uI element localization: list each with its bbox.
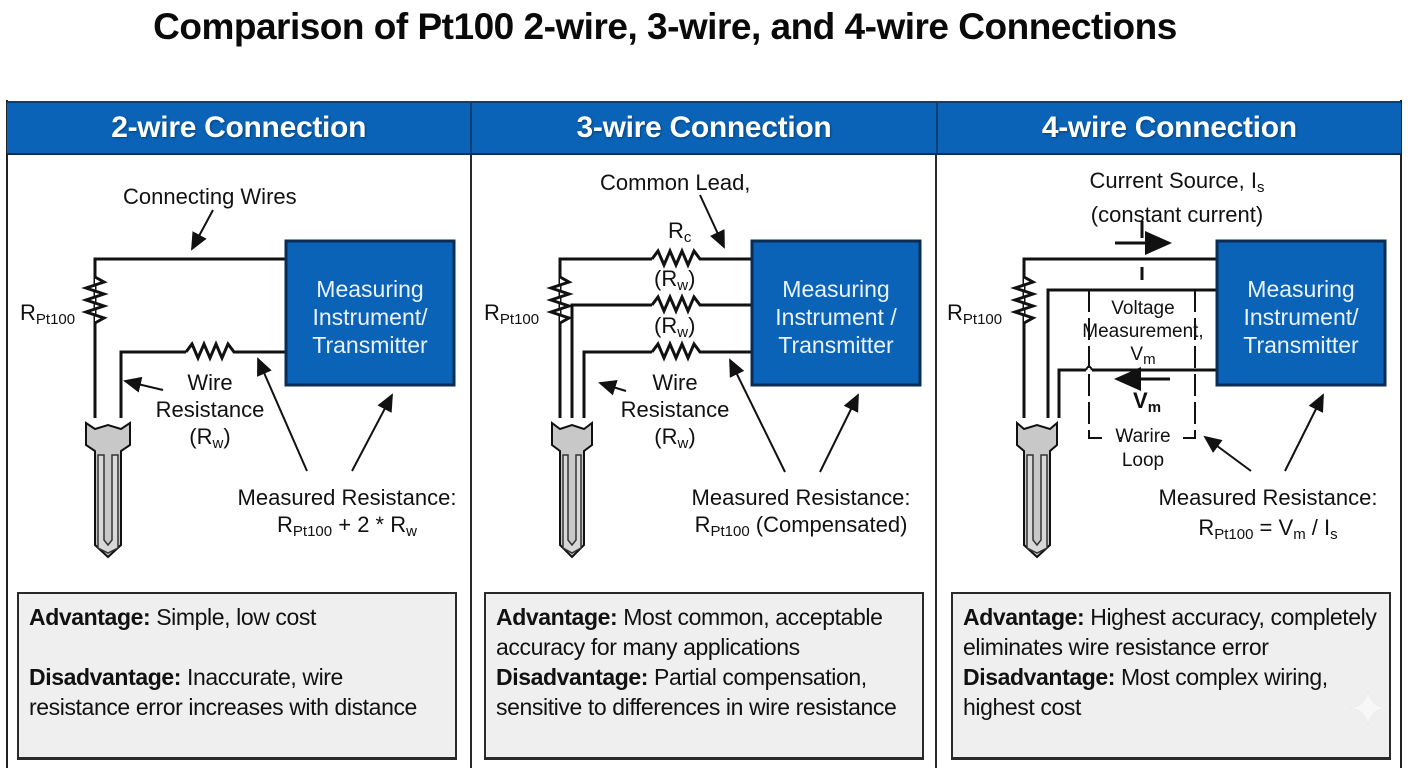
rtd-probe-icon (85, 421, 131, 559)
header-3-wire: 3-wire Connection (472, 103, 938, 153)
column-divider (935, 155, 937, 768)
wire-loop-label: Warire Loop (1115, 426, 1171, 471)
advantage-text: Advantage: Simple, low cost (29, 604, 317, 630)
disadvantage-text: Disadvantage: Inaccurate, wire resistanc… (29, 664, 417, 720)
diagram-title: Comparison of Pt100 2-wire, 3-wire, and … (153, 6, 1177, 47)
measured-resistance-label: Measured Resistance: RPt100 (Compensated… (691, 485, 911, 540)
common-lead-label: Common Lead, (600, 170, 751, 195)
rw-label-2: (Rw) (654, 313, 696, 341)
instrument-box-label: Measuring Instrument / Transmitter (775, 276, 897, 358)
proscons-3-wire: Advantage: Most common, acceptable accur… (484, 592, 924, 760)
rc-label: Rc (668, 218, 692, 246)
rc-resistor-symbol (650, 247, 754, 269)
measured-arrow-1 (729, 358, 786, 473)
rtd-probe-icon (551, 421, 593, 559)
wire-resistor-symbol (184, 340, 288, 362)
disadvantage-text: Disadvantage: Most complex wiring, highe… (963, 664, 1328, 720)
wire-2 (570, 303, 652, 418)
instrument-box-label: Measuring Instrument/ Transmitter (1243, 276, 1359, 358)
wire-1 (558, 257, 652, 418)
panel-3-wire-diagram: Common Lead, Rc (Rw) (Rw) RPt100 Wire Re… (472, 155, 936, 575)
column-header-row: 2-wire Connection 3-wire Connection 4-wi… (7, 101, 1401, 155)
circuit-4-wire (1010, 221, 1387, 559)
voltage-loop-bracket (1088, 290, 1122, 439)
measured-arrow-2 (351, 393, 393, 472)
connecting-wires-arrow (191, 209, 214, 251)
current-source-label: Current Source, Is (constant current) (1089, 168, 1265, 227)
wire-3 (582, 350, 652, 418)
instrument-box (284, 239, 456, 387)
measured-arrow-2 (819, 393, 859, 473)
rpt100-label: RPt100 (20, 300, 76, 328)
instrument-box (750, 239, 922, 387)
rpt100-resistor-symbol (546, 275, 574, 325)
measured-resistance-label: Measured Resistance: RPt100 = Vm / Is (1158, 485, 1378, 543)
voltage-loop-bracket-right (1183, 290, 1196, 439)
measured-arrow (1284, 393, 1324, 472)
instrument-box-label: Measuring Instrument/ Transmitter (312, 276, 428, 358)
wire-resistance-label: Wire Resistance (Rw) (155, 370, 265, 452)
circuit-3-wire (546, 194, 922, 559)
rpt100-resistor-symbol (81, 275, 109, 325)
measured-arrow-1 (257, 357, 308, 472)
rw-resistor-symbol-1 (650, 293, 754, 315)
measured-resistance-label: Measured Resistance: RPt100 + 2 * Rw (237, 485, 457, 540)
rtd-probe-icon (1016, 420, 1058, 559)
wire-1 (1022, 257, 1219, 418)
wire-resistance-label: Wire Resistance (Rw) (620, 370, 730, 452)
panel-2-wire-diagram: Connecting Wires RPt100 Wire Resistance … (8, 155, 472, 575)
common-lead-arrow (699, 194, 725, 249)
top-wire (93, 257, 288, 418)
wire-resistance-arrow (598, 380, 627, 396)
rpt100-label: RPt100 (947, 300, 1003, 328)
column-divider (470, 155, 472, 768)
return-wire (119, 350, 186, 418)
advantage-text: Advantage: Highest accuracy, completely … (963, 604, 1377, 660)
rw-resistor-symbol-2 (650, 340, 754, 362)
advantage-text: Advantage: Most common, acceptable accur… (496, 604, 883, 660)
panel-4-wire-diagram: Current Source, Is (constant current) RP… (937, 155, 1401, 575)
rpt100-resistor-symbol (1010, 275, 1038, 325)
disadvantage-text: Disadvantage: Partial compensation, sens… (496, 664, 897, 720)
wire-3 (1057, 368, 1219, 418)
comparison-table-frame (6, 100, 1402, 768)
rw-label-1: (Rw) (654, 266, 696, 294)
wire-resistance-arrow (123, 376, 164, 393)
instrument-box (1215, 239, 1387, 387)
circuit-2-wire (81, 209, 456, 559)
rpt100-label: RPt100 (484, 300, 540, 328)
voltage-measurement-label: Voltage Measurement, Vm (1082, 298, 1204, 368)
connecting-wires-label: Connecting Wires (123, 184, 297, 209)
header-4-wire: 4-wire Connection (1041, 111, 1297, 144)
loop-arrow (1203, 435, 1252, 472)
proscons-4-wire: Advantage: Highest accuracy, completely … (951, 592, 1391, 760)
proscons-2-wire: Advantage: Simple, low cost Disadvantage… (17, 592, 457, 760)
header-2-wire: 2-wire Connection (7, 103, 473, 153)
vm-arrow-label: Vm (1133, 388, 1162, 416)
wire-2 (1046, 288, 1219, 418)
sparkle-watermark-icon (1350, 690, 1386, 726)
